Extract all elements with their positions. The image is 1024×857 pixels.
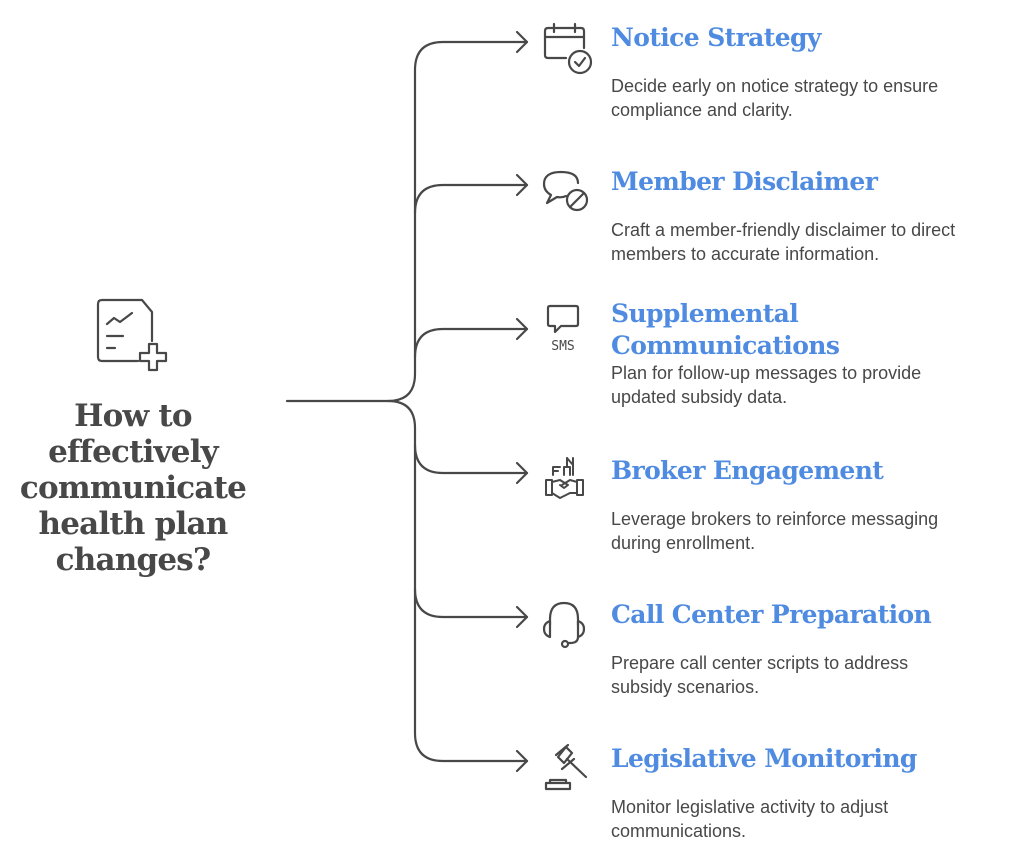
description-line: members to accurate information. (611, 244, 880, 264)
central-question: How to effectively communicate health pl… (0, 398, 266, 578)
arrowhead-2 (515, 173, 529, 197)
branch-description: Prepare call center scripts to address s… (611, 651, 1011, 699)
question-line: communicate (19, 470, 247, 506)
description-line: compliance and clarity. (611, 100, 793, 120)
branch-line-2 (413, 183, 529, 215)
description-line: Prepare call center scripts to address (611, 653, 909, 673)
arrowhead-6 (515, 749, 529, 773)
chat-bubble-prohibited-icon (542, 170, 589, 212)
branch-description: Leverage brokers to reinforce messaging … (611, 507, 1011, 555)
branch-line-5 (413, 587, 529, 619)
sms-label: SMS (551, 339, 574, 354)
title-line: Communications (611, 331, 840, 360)
question-line: effectively (48, 434, 219, 470)
description-line: during enrollment. (611, 533, 756, 553)
handshake-buildings-icon (545, 457, 584, 499)
question-line: health plan (38, 506, 228, 542)
headset-icon (542, 601, 586, 649)
trunk-lower (386, 399, 529, 763)
branch-title: Legislative Monitoring (611, 744, 917, 773)
branch-title: Member Disclaimer (611, 167, 878, 196)
health-document-plus-icon (96, 298, 168, 372)
branch-title: Notice Strategy (611, 23, 821, 52)
description-line: Leverage brokers to reinforce messaging (611, 509, 939, 529)
description-line: communications. (611, 821, 747, 841)
description-line: updated subsidy data. (611, 387, 788, 407)
branch-description: Craft a member-friendly disclaimer to di… (611, 218, 1011, 266)
branch-description: Plan for follow-up messages to provide u… (611, 361, 1011, 409)
trunk-line (285, 40, 529, 403)
title-line: Supplemental (611, 299, 799, 328)
description-line: Plan for follow-up messages to provide (611, 363, 922, 383)
gavel-icon (544, 743, 588, 791)
branch-description: Decide early on notice strategy to ensur… (611, 74, 1011, 122)
description-line: subsidy scenarios. (611, 677, 760, 697)
question-line: changes? (55, 542, 211, 578)
arrowhead-3 (515, 317, 529, 341)
branch-line-4 (413, 443, 529, 475)
description-line: Craft a member-friendly disclaimer to di… (611, 220, 956, 240)
arrowhead-1 (515, 30, 529, 54)
description-line: Monitor legislative activity to adjust (611, 797, 889, 817)
description-line: Decide early on notice strategy to ensur… (611, 76, 939, 96)
arrowhead-5 (515, 605, 529, 629)
branch-description: Monitor legislative activity to adjust c… (611, 795, 1011, 843)
branch-title: Broker Engagement (611, 456, 884, 485)
sms-message-icon: SMS (546, 304, 580, 354)
arrowhead-4 (515, 461, 529, 485)
branch-title: Supplemental Communications (611, 298, 840, 362)
branch-line-3 (413, 327, 529, 359)
calendar-check-icon (543, 22, 593, 75)
question-line: How to (74, 398, 192, 434)
branch-title: Call Center Preparation (611, 600, 932, 629)
